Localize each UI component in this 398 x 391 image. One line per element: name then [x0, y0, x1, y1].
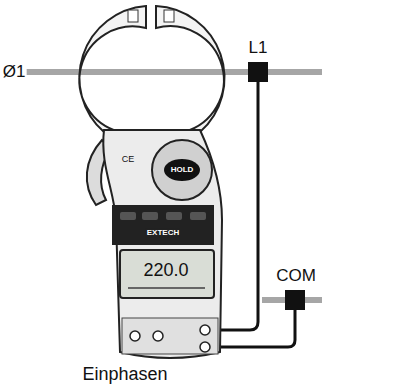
brand-label: EXTECH [146, 229, 180, 238]
lcd-display [120, 250, 214, 298]
jaw-mark [164, 10, 174, 22]
button-panel [112, 205, 214, 245]
meter-body [103, 130, 222, 358]
terminal-label: L1 [248, 39, 269, 58]
com-clip [285, 290, 305, 310]
phase-wire [26, 69, 322, 75]
ce-mark: CE [121, 155, 136, 165]
phase-label: Ø1 [2, 63, 27, 82]
dial-knob [164, 159, 200, 181]
buttons [120, 212, 206, 220]
caption: Einphasen [81, 365, 168, 385]
l1-clip [248, 62, 268, 82]
terminal-label: COM [275, 267, 317, 286]
com-test-lead [209, 306, 295, 347]
hold-button-label: HOLD [170, 166, 195, 175]
lcd-reading: 220.0 [142, 261, 189, 281]
rotary-dial [152, 140, 212, 200]
input-jacks [130, 325, 210, 352]
lcd-subline [128, 287, 205, 289]
jack-panel [122, 318, 218, 354]
jaw-right [156, 6, 224, 132]
jaw-mark [128, 10, 138, 22]
lead-outline [209, 306, 295, 347]
jaw-left [79, 6, 146, 132]
